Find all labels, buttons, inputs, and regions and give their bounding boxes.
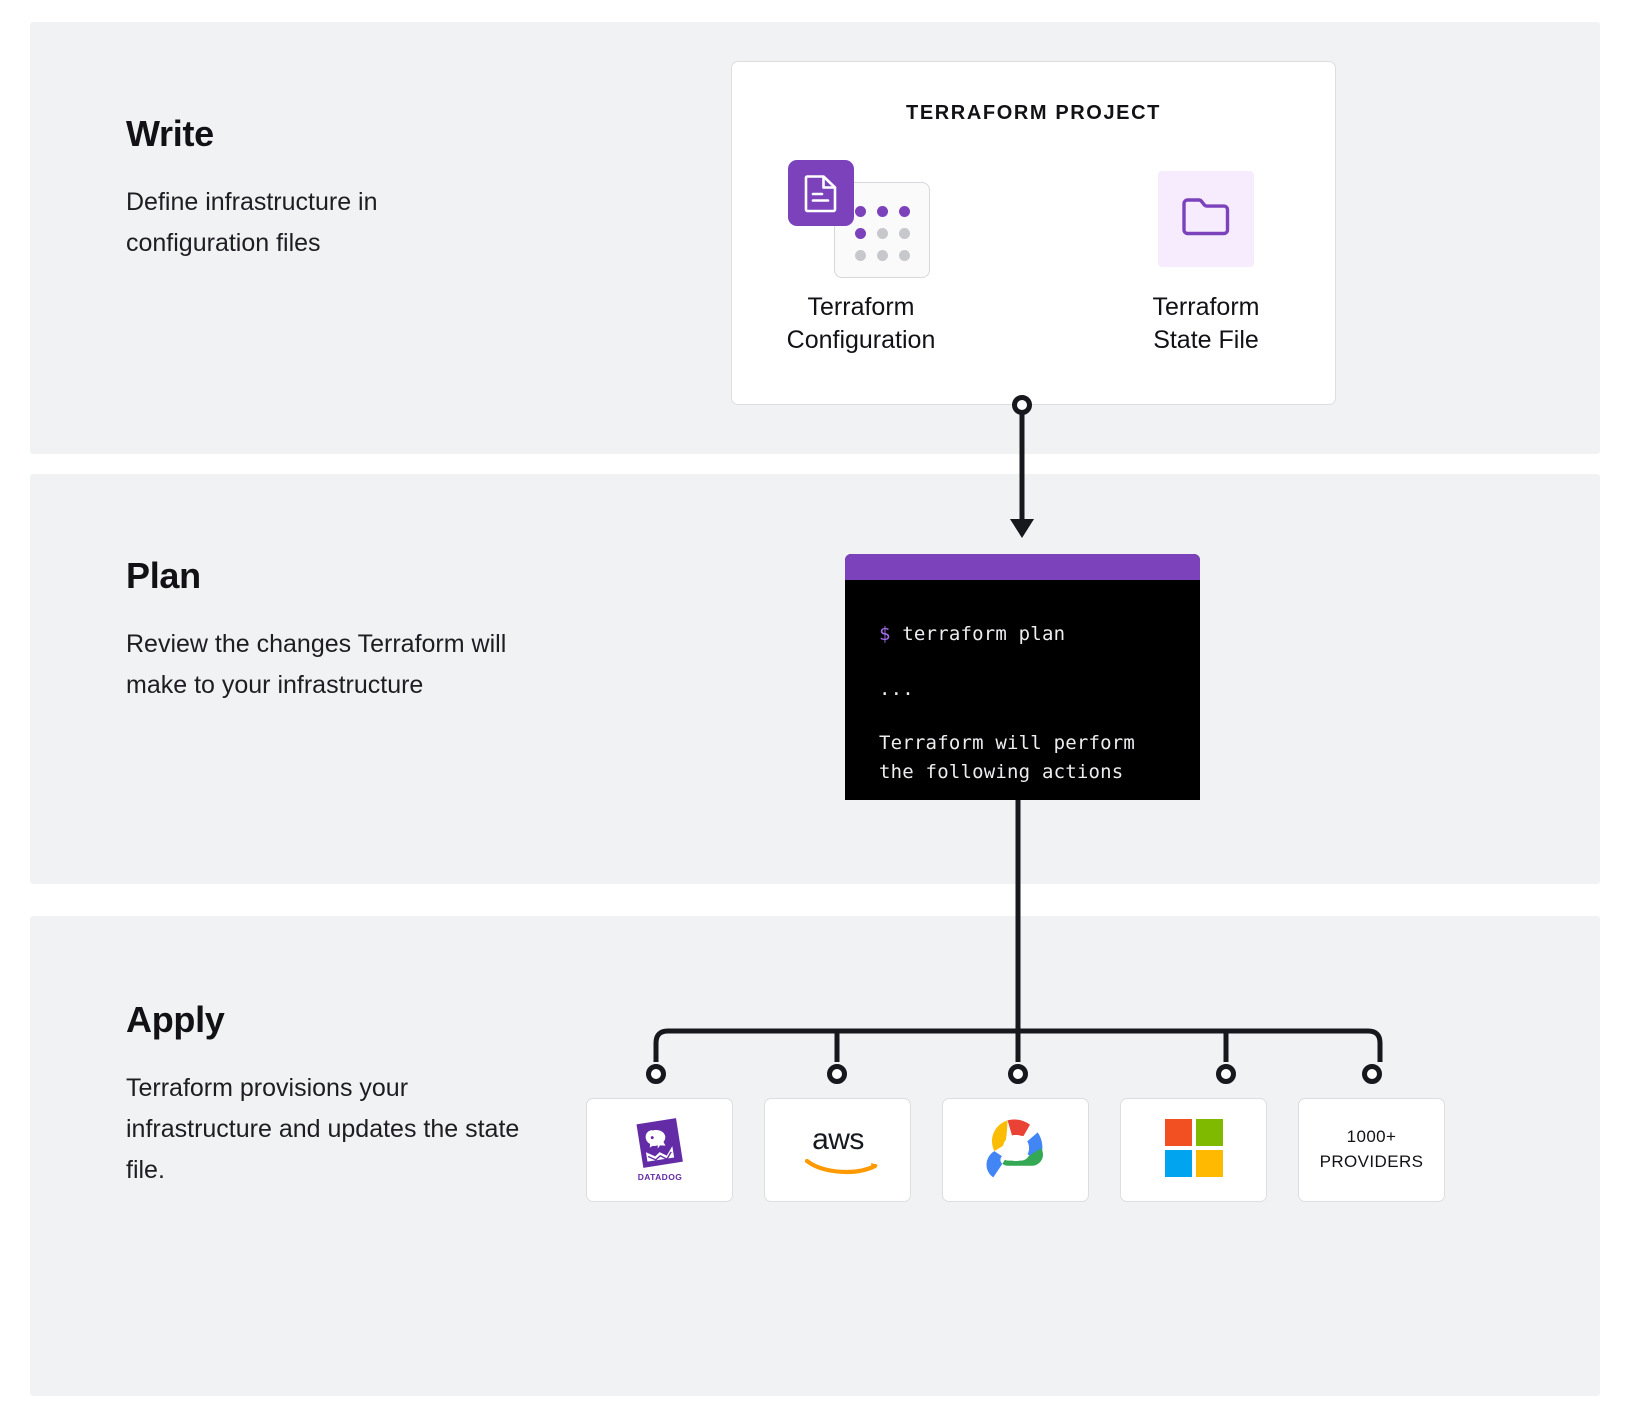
provider-card-google-cloud[interactable] xyxy=(942,1098,1089,1202)
terraform-state-file-label: Terraform State File xyxy=(1106,291,1306,357)
provider-card-microsoft[interactable] xyxy=(1120,1098,1267,1202)
terraform-configuration-label: Terraform Configuration xyxy=(761,291,961,357)
step-write: Write Define infrastructure in configura… xyxy=(126,114,526,264)
terraform-project-title: TERRAFORM PROJECT xyxy=(906,102,1161,124)
terraform-configuration-art xyxy=(761,159,961,279)
terraform-state-file-label-line1: Terraform xyxy=(1152,293,1260,321)
terraform-project-card: TERRAFORM PROJECT xyxy=(731,61,1336,405)
more-providers-word: PROVIDERS xyxy=(1319,1152,1424,1171)
step-apply-description: Terraform provisions your infrastructure… xyxy=(126,1073,520,1184)
datadog-wordmark: DATADOG xyxy=(637,1172,682,1182)
terminal-command xyxy=(891,623,903,645)
terminal-title-bar xyxy=(845,554,1200,580)
step-apply: Apply Terraform provisions your infrastr… xyxy=(126,1000,526,1191)
folder-icon xyxy=(1180,194,1232,245)
terminal-output: $ terraform plan ... Terraform will perf… xyxy=(845,580,1200,786)
step-plan-title: Plan xyxy=(126,555,201,596)
svg-text:aws: aws xyxy=(812,1123,864,1156)
terminal-command-line: $ terraform plan xyxy=(879,620,1200,649)
terraform-configuration-label-line2: Configuration xyxy=(786,326,936,354)
provider-card-more-providers[interactable]: 1000+ PROVIDERS xyxy=(1298,1098,1445,1202)
step-plan-description: Review the changes Terraform will make t… xyxy=(126,629,507,699)
provider-card-datadog[interactable]: DATADOG xyxy=(586,1098,733,1202)
terminal-ellipsis: ... xyxy=(879,677,914,700)
step-write-description: Define infrastructure in configuration f… xyxy=(126,187,378,257)
more-providers-count: 1000+ xyxy=(1346,1127,1397,1147)
section-band-plan xyxy=(30,474,1600,884)
terraform-state-file-label-line2: State File xyxy=(1153,326,1259,354)
config-dots-grid xyxy=(855,206,921,272)
terraform-configuration-item: Terraform Configuration xyxy=(761,159,961,357)
provider-card-aws[interactable]: aws xyxy=(764,1098,911,1202)
terraform-configuration-label-line1: Terraform xyxy=(807,293,915,321)
terminal-output-line-2: the following actions xyxy=(879,760,1124,783)
terminal-window: $ terraform plan ... Terraform will perf… xyxy=(845,554,1200,800)
terminal-command-text: terraform plan xyxy=(902,623,1066,645)
step-apply-title: Apply xyxy=(126,999,225,1040)
step-plan: Plan Review the changes Terraform will m… xyxy=(126,556,526,706)
google-cloud-logo-icon xyxy=(980,1116,1052,1185)
microsoft-logo-icon xyxy=(1164,1118,1224,1183)
terminal-output-line-1: Terraform will perform xyxy=(879,732,1136,754)
aws-logo-icon: aws xyxy=(795,1119,881,1182)
provider-card-list: DATADOG aws xyxy=(586,1098,1445,1202)
datadog-logo-icon: DATADOG xyxy=(623,1111,697,1190)
step-write-title: Write xyxy=(126,113,214,154)
terraform-state-file-art xyxy=(1106,159,1306,279)
terminal-prompt-symbol: $ xyxy=(879,623,891,645)
terraform-state-file-item: Terraform State File xyxy=(1106,159,1306,357)
more-providers-label: 1000+ PROVIDERS xyxy=(1320,1125,1424,1174)
document-icon xyxy=(788,160,854,226)
